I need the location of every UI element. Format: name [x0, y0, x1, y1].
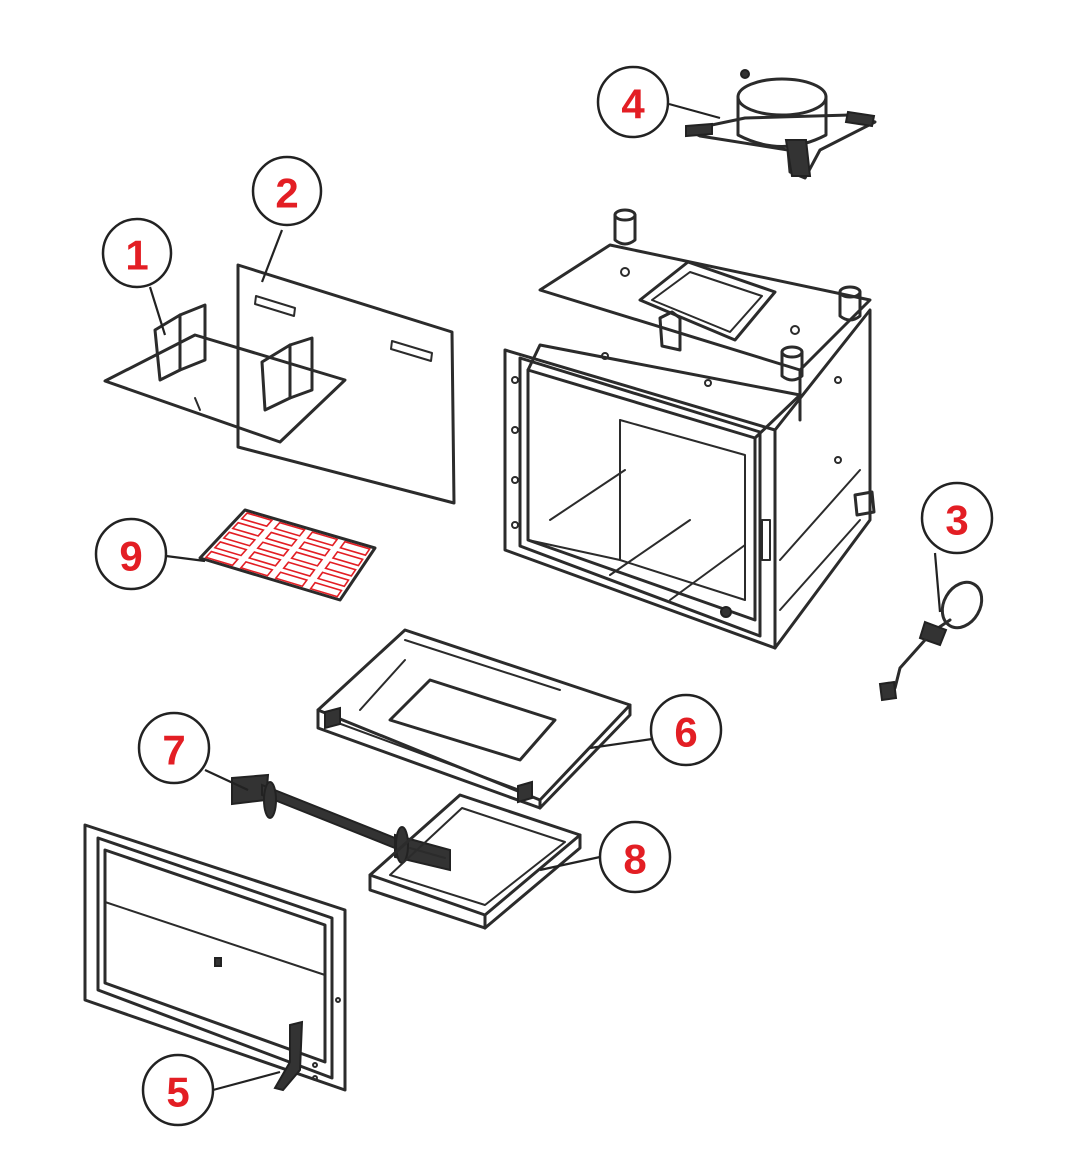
leader-4 [668, 102, 721, 120]
callout-9: 9 [94, 517, 168, 591]
callout-label-2: 2 [275, 170, 298, 217]
leader-9 [165, 554, 206, 563]
grate-slot [231, 521, 265, 537]
callout-label-3: 3 [945, 497, 968, 544]
callout-label-9: 9 [119, 533, 142, 580]
part-7-control-rod [231, 773, 451, 872]
part-1-floor-plate [103, 303, 347, 444]
callout-7: 7 [137, 711, 211, 785]
grate-slot [324, 561, 357, 577]
grate-slot [204, 550, 240, 567]
grate-slot [239, 560, 274, 577]
callout-label-6: 6 [674, 709, 697, 756]
callout-label-4: 4 [621, 81, 645, 128]
callout-1: 1 [101, 217, 173, 289]
callout-label-7: 7 [162, 727, 185, 774]
grate-slot [282, 561, 316, 577]
callout-label-1: 1 [125, 232, 148, 279]
part-4-flue-collar [685, 69, 877, 180]
grate-slot [240, 512, 274, 528]
callout-label-8: 8 [623, 836, 646, 883]
leader-lines [148, 102, 942, 1092]
callout-6: 6 [649, 693, 723, 767]
grate-slot [298, 541, 331, 557]
grate-slot [316, 571, 350, 588]
callout-4: 4 [596, 65, 670, 139]
grate-slot [290, 551, 324, 567]
leader-2 [260, 229, 284, 283]
leader-1 [148, 286, 167, 336]
callout-label-5: 5 [166, 1069, 189, 1116]
grate-slot [306, 531, 339, 547]
leader-6 [589, 737, 653, 750]
leader-8 [539, 855, 601, 872]
callout-8: 8 [598, 820, 672, 894]
part-2-back-panel [236, 263, 456, 505]
grate-slot [256, 541, 290, 557]
grate-slot [309, 581, 343, 598]
grate-slot [339, 540, 371, 557]
part-9-grate [198, 508, 377, 602]
part-5-door [83, 823, 347, 1092]
callout-5: 5 [141, 1053, 215, 1127]
part-3-probe-cable [878, 580, 984, 702]
grate-slot [274, 571, 309, 588]
part-6-bottom-frame [316, 628, 632, 810]
grate-slot [247, 551, 282, 567]
leader-7 [204, 769, 249, 791]
leader-5 [212, 1070, 281, 1092]
grate-slot [264, 531, 298, 547]
grate-slot [331, 550, 364, 567]
callout-3: 3 [920, 481, 994, 555]
leader-3 [933, 552, 942, 613]
grate-slot [273, 521, 306, 537]
firebox-body [503, 208, 876, 650]
grate-slot [222, 531, 257, 547]
part-8-ash-pan [368, 793, 582, 930]
callout-2: 2 [251, 155, 323, 227]
grate-slot [213, 541, 248, 557]
